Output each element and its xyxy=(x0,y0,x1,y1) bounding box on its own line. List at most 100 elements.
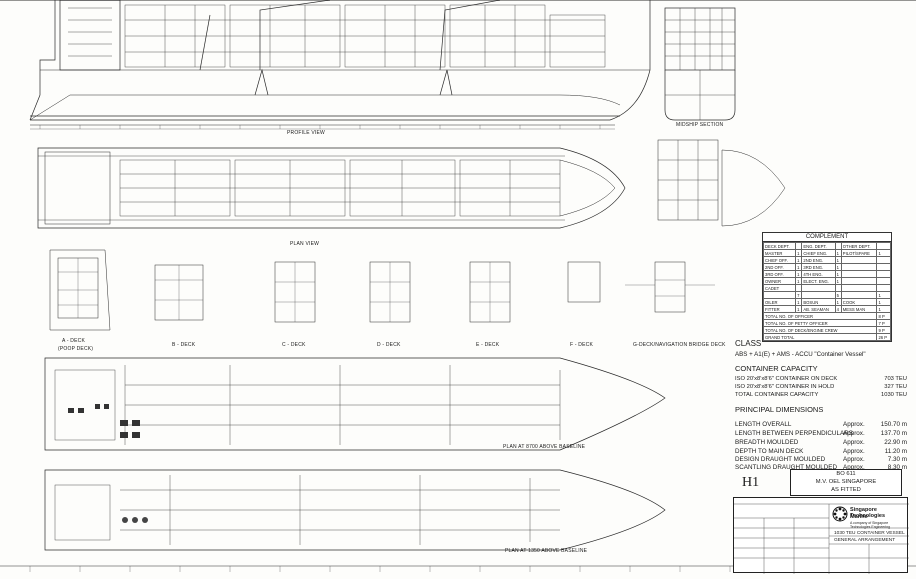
company-logo-icon xyxy=(832,506,848,522)
cell xyxy=(840,263,878,271)
container-capacity-heading: CONTAINER CAPACITY xyxy=(735,364,818,373)
total-label: TOTAL NO. OF OFFICER xyxy=(762,312,878,320)
dimension-label: SCANTLING DRAUGHT MOULDED xyxy=(735,464,838,471)
table-row: CADET xyxy=(762,284,891,292)
dimension-value: 22.90 m xyxy=(884,439,907,446)
company-division: Marine xyxy=(850,514,868,520)
dimension-row: DESIGN DRAUGHT MOULDED Approx. 7.30 m xyxy=(735,456,907,463)
total-label: TOTAL NO. OF PETTY OFFICER xyxy=(762,319,878,327)
cell: 2ND OFF. xyxy=(762,263,797,271)
plan-1350-label: PLAN AT 1350 ABOVE BASELINE xyxy=(505,548,588,554)
total-value: 9 P xyxy=(876,326,891,334)
cell: 1 xyxy=(876,305,891,313)
cell xyxy=(840,270,878,278)
c-deck-label: C - DECK xyxy=(282,342,306,348)
company-tagline: A company of Singapore Technologies Engi… xyxy=(850,521,891,529)
header-cell: OTHER DEPT. xyxy=(840,242,878,250)
dimension-label: BREADTH MOULDED xyxy=(735,439,799,446)
cell xyxy=(876,277,891,285)
plan-8700-label: PLAN AT 8700 ABOVE BASELINE xyxy=(503,444,586,450)
e-deck-label: E - DECK xyxy=(476,342,500,348)
cell xyxy=(840,284,878,292)
b-deck-label: B - DECK xyxy=(172,342,196,348)
capacity-row-total: TOTAL CONTAINER CAPACITY 1030 TEU xyxy=(735,392,907,398)
capacity-row-in-hold: ISO 20'x8'x8'6" CONTAINER IN HOLD 327 TE… xyxy=(735,384,907,390)
cell: 1 xyxy=(876,291,891,299)
table-row: CHIEF OFF.1 2ND ENG.1 xyxy=(762,256,891,264)
class-heading: CLASS xyxy=(735,339,762,348)
stamp-line-2: M.V. OEL SINGAPORE xyxy=(815,479,877,485)
dimension-row: LENGTH BETWEEN PERPENDICULARS Approx. 13… xyxy=(735,430,907,437)
dimension-row: SCANTLING DRAUGHT MOULDED Approx. 8.30 m xyxy=(735,464,907,471)
cell: 3RD OFF. xyxy=(762,270,797,278)
stamp-line-3: AS FITTED xyxy=(831,487,861,493)
dimension-label: LENGTH OVERALL xyxy=(735,421,792,428)
dimension-approx: Approx. xyxy=(843,448,865,455)
capacity-value: 703 TEU xyxy=(884,376,907,382)
dimension-approx: Approx. xyxy=(843,430,865,437)
capacity-label: ISO 20'x8'x8'6" CONTAINER IN HOLD xyxy=(735,384,835,390)
total-value: 8 P xyxy=(876,312,891,320)
capacity-row-on-deck: ISO 20'x8'x8'6" CONTAINER ON DECK 703 TE… xyxy=(735,376,907,382)
cell: 2ND ENG. xyxy=(801,256,836,264)
cell xyxy=(876,270,891,278)
cell: COOK xyxy=(840,298,878,306)
plan-view-label: PLAN VIEW xyxy=(290,241,320,247)
cell xyxy=(840,291,878,299)
total-row: TOTAL NO. OF DECK/ENGINE CREW 9 P xyxy=(762,326,891,334)
stamp-line-1: BO 611 xyxy=(836,471,856,477)
cell xyxy=(876,256,891,264)
cell: CADET xyxy=(762,284,797,292)
principal-dimensions-heading: PRINCIPAL DIMENSIONS xyxy=(735,405,824,414)
complement-table: COMPLEMENT DECK DEPT. ENG. DEPT. OTHER D… xyxy=(762,232,892,342)
dimension-value: 8.30 m xyxy=(887,464,907,471)
a-deck-label: A - DECK xyxy=(62,338,85,344)
dimension-label: DEPTH TO MAIN DECK xyxy=(735,448,804,455)
complement-grid: DECK DEPT. ENG. DEPT. OTHER DEPT. MASTER… xyxy=(762,242,891,341)
dimension-row: BREADTH MOULDED Approx. 22.90 m xyxy=(735,439,907,446)
poop-deck-label: (POOP DECK) xyxy=(58,346,94,352)
dimension-row: DEPTH TO MAIN DECK Approx. 11.20 m xyxy=(735,448,907,455)
dimension-value: 7.30 m xyxy=(887,456,907,463)
dimension-approx: Approx. xyxy=(843,456,865,463)
header-cell xyxy=(876,242,891,250)
sheet-id: H1 xyxy=(742,475,760,490)
midship-section-label: MIDSHIP SECTION xyxy=(676,122,724,128)
profile-view-label: PROFILE VIEW xyxy=(287,130,325,136)
table-row: 2ND OFF.1 3RD ENG.1 xyxy=(762,263,891,271)
dimension-approx: Approx. xyxy=(843,421,865,428)
title-block: Singapore Technologies Marine A company … xyxy=(733,497,909,574)
dimension-value: 137.70 m xyxy=(880,430,907,437)
g-deck-label: G-DECK/NAVIGATION BRIDGE DECK xyxy=(633,342,726,348)
dimension-value: 150.70 m xyxy=(880,421,907,428)
cell: ELECT. ENG. xyxy=(801,277,836,285)
table-row: 3RD OFF.1 4TH ENG.1 xyxy=(762,270,891,278)
cell xyxy=(876,284,891,292)
capacity-label: ISO 20'x8'x8'6" CONTAINER ON DECK xyxy=(735,376,838,382)
dimension-label: LENGTH BETWEEN PERPENDICULARS xyxy=(735,430,853,437)
cell xyxy=(840,256,878,264)
dimension-approx: Approx. xyxy=(843,439,865,446)
cell: OWNER xyxy=(762,277,797,285)
total-value: 7 P xyxy=(876,319,891,327)
header-cell: ENG. DEPT. xyxy=(801,242,836,250)
cell: 3RD ENG. xyxy=(801,263,836,271)
total-row: TOTAL NO. OF OFFICER 8 P xyxy=(762,312,891,320)
cell xyxy=(876,263,891,271)
cell: PILOT/SPARE xyxy=(840,249,878,257)
cell: MASTER xyxy=(762,249,797,257)
company-name: Singapore Technologies xyxy=(850,507,886,519)
capacity-label: TOTAL CONTAINER CAPACITY xyxy=(735,392,819,398)
vessel-title: 1030 TEU CONTAINER VESSEL xyxy=(834,531,905,536)
total-value: 26 P xyxy=(876,333,891,341)
total-row: GRAND TOTAL 26 P xyxy=(762,333,891,341)
f-deck-label: F - DECK xyxy=(570,342,593,348)
cell xyxy=(762,291,797,299)
cell: 4TH ENG. xyxy=(801,270,836,278)
d-deck-label: D - DECK xyxy=(377,342,401,348)
